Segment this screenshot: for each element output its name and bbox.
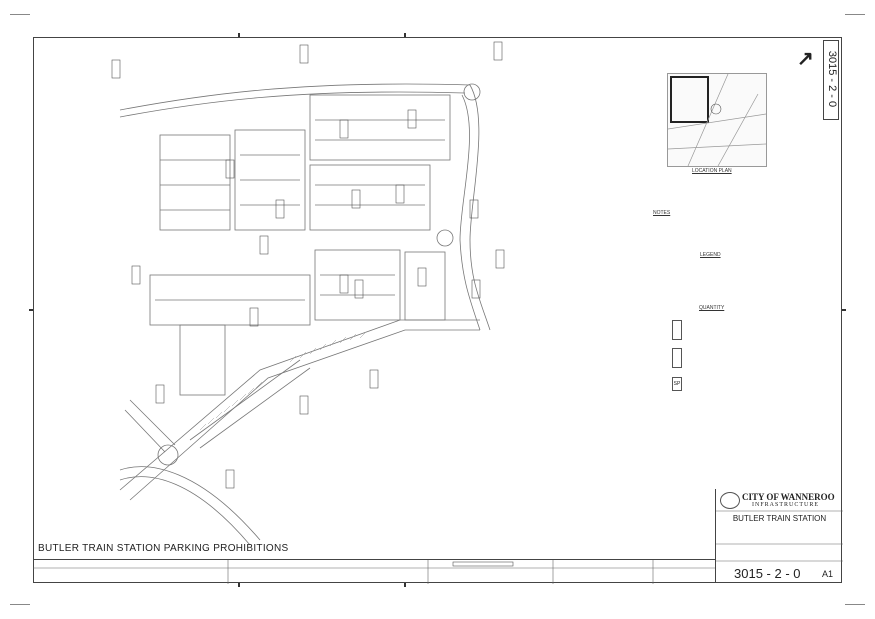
crop-mark xyxy=(10,604,30,605)
council-logo-icon xyxy=(720,492,740,509)
roundabout-north xyxy=(463,83,481,101)
car-park-west xyxy=(159,134,231,231)
notes-heading: NOTES xyxy=(653,210,671,216)
quantity-heading: QUANTITY xyxy=(699,305,725,311)
road-east-kerb xyxy=(459,94,481,331)
car-park-centre xyxy=(309,164,431,231)
drawing-title: BUTLER TRAIN STATION PARKING PROHIBITION… xyxy=(38,543,289,554)
organisation-name: CITY OF WANNEROO xyxy=(742,492,835,502)
car-park-west-centre xyxy=(234,129,306,231)
north-arrow-icon: ↗ xyxy=(797,48,814,70)
location-plan-label: LOCATION PLAN xyxy=(692,168,732,174)
no-parking-sign-icon xyxy=(672,320,682,340)
side-drawing-number-text: 3015 - 2 - 0 xyxy=(826,50,838,108)
road-north-kerb xyxy=(119,91,466,118)
crop-mark xyxy=(10,14,30,15)
department-name: INFRASTRUCTURE xyxy=(752,502,820,508)
roundabout-east xyxy=(436,229,454,247)
drawing-number: 3015 - 2 - 0 xyxy=(734,566,801,581)
car-park-south-west xyxy=(149,274,311,326)
side-drawing-number: 3015 - 2 - 0 xyxy=(823,40,839,120)
roundabout-southwest xyxy=(157,444,179,466)
legend-heading: LEGEND xyxy=(700,252,721,258)
road-diagonal xyxy=(119,319,480,491)
sp-sign-icon: SP xyxy=(672,377,682,391)
revision-strip xyxy=(33,559,715,584)
location-plan-map xyxy=(667,73,767,167)
car-park-south xyxy=(314,249,401,321)
drawing-sheet-border xyxy=(33,37,842,583)
road-north xyxy=(119,83,471,111)
road-south xyxy=(119,466,261,541)
project-name: BUTLER TRAIN STATION xyxy=(732,514,827,523)
no-stopping-sign-icon xyxy=(672,348,682,368)
crop-mark xyxy=(845,604,865,605)
car-park-corner xyxy=(179,324,226,396)
sheet-size: A1 xyxy=(822,569,834,579)
car-park-north xyxy=(309,94,451,161)
crop-mark xyxy=(845,14,865,15)
title-block: CITY OF WANNEROO INFRASTRUCTURE BUTLER T… xyxy=(715,489,843,583)
road-east xyxy=(469,84,491,331)
